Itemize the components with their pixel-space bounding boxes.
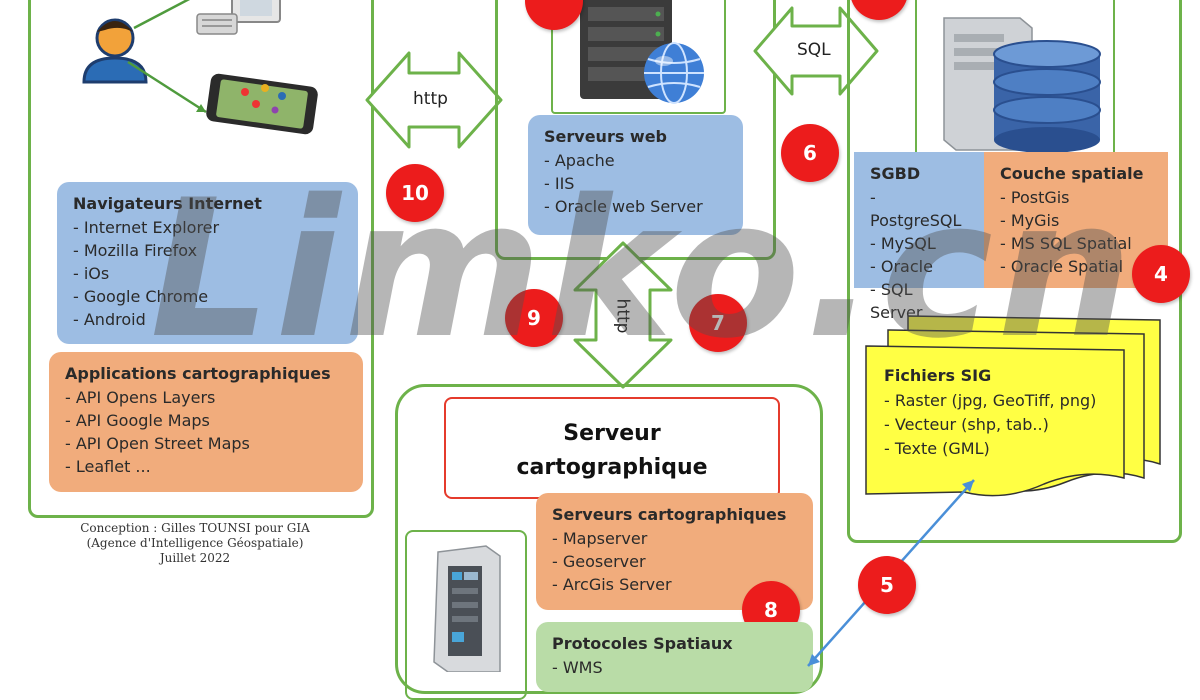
fichiers-sig-item: - Texte (GML) xyxy=(884,439,990,458)
user-icon xyxy=(82,18,148,84)
database-server-icon xyxy=(943,17,1101,153)
badge-5: 5 xyxy=(858,556,916,614)
web-server-image-frame xyxy=(551,0,726,114)
serveurs-web-item: - Apache xyxy=(544,151,615,170)
badge-9: 9 xyxy=(505,289,563,347)
sql-double-arrow xyxy=(753,6,879,96)
badge-6: 6 xyxy=(781,124,839,182)
serveurs-web-item: - Oracle web Server xyxy=(544,197,703,216)
web-server-icon xyxy=(580,0,704,104)
couche-spatiale-item: - Oracle Spatial xyxy=(1000,257,1124,276)
map-server-title-box: Serveur cartographique xyxy=(444,397,780,499)
couche-spatiale-title: Couche spatiale xyxy=(1000,164,1144,183)
badge-4: 4 xyxy=(1132,245,1190,303)
fichiers-sig-item: - Vecteur (shp, tab..) xyxy=(884,415,1049,434)
navigateurs-box: Navigateurs Internet - Internet Explorer… xyxy=(57,182,358,344)
map-server-title-line: cartographique xyxy=(516,455,708,480)
serveurs-cartographiques-item: - ArcGis Server xyxy=(552,575,672,594)
credit-line: (Agence d'Intelligence Géospatiale) xyxy=(86,536,304,550)
couche-spatiale-item: - MS SQL Spatial xyxy=(1000,234,1132,253)
sql-arrow-label: SQL xyxy=(797,40,831,60)
couche-spatiale-item: - MyGis xyxy=(1000,211,1060,230)
applications-title: Applications cartographiques xyxy=(65,364,331,383)
sgbd-item: - MySQL xyxy=(870,234,936,253)
sgbd-box: SGBD - PostgreSQL - MySQL - Oracle - SQL… xyxy=(854,152,984,322)
serveurs-web-box: Serveurs web - Apache - IIS - Oracle web… xyxy=(528,115,743,235)
fichiers-sig-box: Fichiers SIG - Raster (jpg, GeoTiff, png… xyxy=(868,358,1128,468)
client-illustration xyxy=(82,0,318,135)
navigateurs-item: - Google Chrome xyxy=(73,287,209,306)
protocoles-box: Protocoles Spatiaux - WMS xyxy=(536,622,813,692)
map-server-tower-icon xyxy=(433,545,501,672)
sgbd-item: - PostgreSQL xyxy=(870,188,962,230)
credit: Conception : Gilles TOUNSI pour GIA (Age… xyxy=(60,521,330,566)
applications-box: Applications cartographiques - API Opens… xyxy=(49,352,363,492)
client-frame xyxy=(28,0,374,518)
applications-item: - API Opens Layers xyxy=(65,388,216,407)
applications-item: - API Google Maps xyxy=(65,411,210,430)
serveurs-web-item: - IIS xyxy=(544,174,575,193)
serveurs-web-title: Serveurs web xyxy=(544,127,668,146)
navigateurs-item: - Mozilla Firefox xyxy=(73,241,198,260)
fichiers-sig-document-stack xyxy=(865,315,1161,497)
fichiers-sig-title: Fichiers SIG xyxy=(884,366,992,385)
fichiers-sig-item: - Raster (jpg, GeoTiff, png) xyxy=(884,391,1097,410)
map-server-title-line: Serveur xyxy=(563,421,661,446)
protocoles-title: Protocoles Spatiaux xyxy=(552,634,733,653)
http-arrow-label: http xyxy=(413,89,448,109)
sgbd-item: - Oracle xyxy=(870,257,933,276)
sgbd-title: SGBD xyxy=(870,164,921,183)
navigateurs-item: - iOs xyxy=(73,264,110,283)
credit-line: Conception : Gilles TOUNSI pour GIA xyxy=(80,521,310,535)
navigateurs-item: - Internet Explorer xyxy=(73,218,220,237)
smartphone-map-icon xyxy=(206,73,318,135)
couche-spatiale-item: - PostGis xyxy=(1000,188,1070,207)
applications-item: - Leaflet ... xyxy=(65,457,151,476)
computer-icon xyxy=(196,0,281,35)
navigateurs-title: Navigateurs Internet xyxy=(73,194,262,213)
serveurs-cartographiques-title: Serveurs cartographiques xyxy=(552,505,787,524)
badge-10: 10 xyxy=(386,164,444,222)
credit-line: Juillet 2022 xyxy=(159,551,231,565)
http-vertical-double-arrow xyxy=(573,241,673,389)
navigateurs-item: - Android xyxy=(73,310,146,329)
badge-7: 7 xyxy=(689,294,747,352)
serveurs-cartographiques-item: - Geoserver xyxy=(552,552,646,571)
http-vertical-arrow-label: http xyxy=(612,298,633,334)
database-cylinders-icon xyxy=(993,40,1101,153)
globe-icon xyxy=(644,42,704,104)
http-double-arrow xyxy=(365,51,503,149)
badge-3 xyxy=(850,0,908,20)
applications-item: - API Open Street Maps xyxy=(65,434,250,453)
serveurs-cartographiques-item: - Mapserver xyxy=(552,529,648,548)
protocoles-item: - WMS xyxy=(552,658,603,677)
